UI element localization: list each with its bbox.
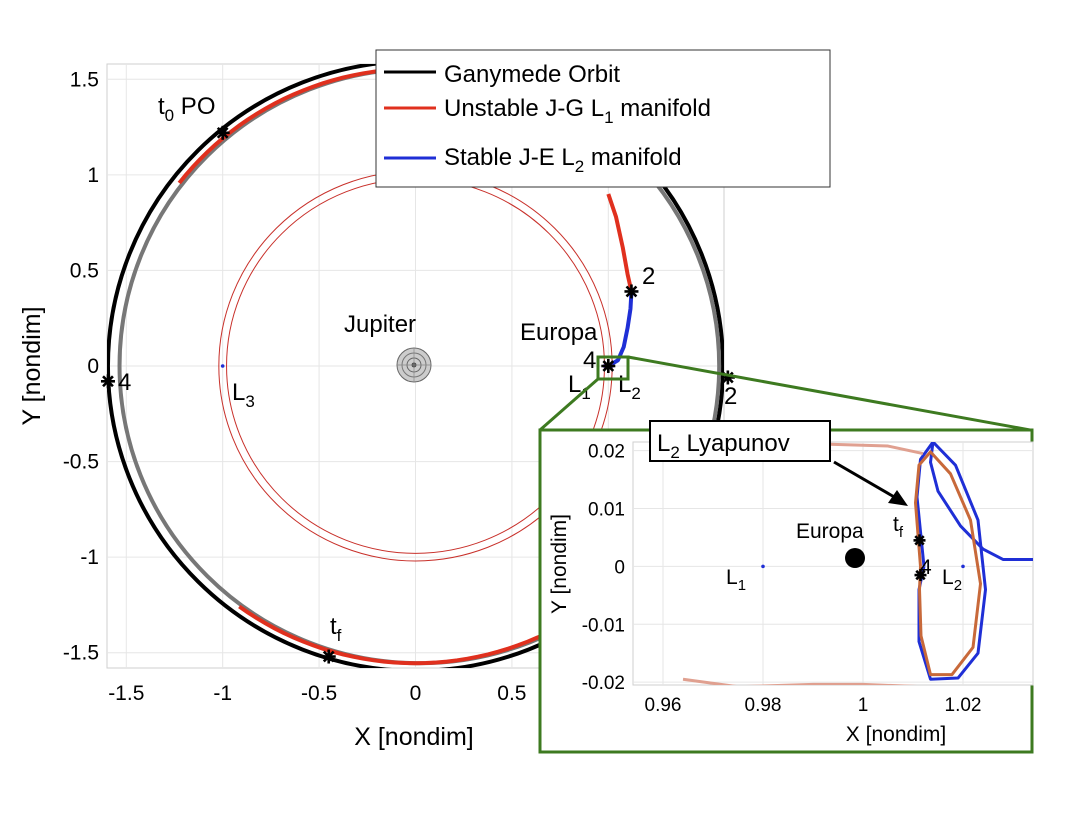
x-tick-label: -0.5 xyxy=(301,682,337,705)
jupiter-icon xyxy=(396,347,432,383)
series-stable-j-e-l2-manifold xyxy=(607,291,634,368)
europa-disk xyxy=(845,548,865,568)
inset-4-label: 4 xyxy=(920,556,932,579)
inset-series xyxy=(682,442,1033,685)
marker-4-left-label: 4 xyxy=(118,369,131,396)
lyapunov-arrow-head xyxy=(888,490,908,506)
inset-x-axis-label: X [nondim] xyxy=(846,723,946,746)
x-tick-label: -1 xyxy=(213,682,232,705)
main-chart: -1.5-1-0.500.511.510.50-0.5-1-1.5 t0 PO … xyxy=(18,49,831,751)
series-stable-j-e-l2-manifold xyxy=(929,442,1033,561)
y-tick-label: 0 xyxy=(87,355,99,378)
legend-label-ganymede: Ganymede Orbit xyxy=(444,61,620,88)
series-l2-lyapunov xyxy=(914,450,982,677)
zoom-connector-bottom xyxy=(539,377,599,432)
y-tick-label: -0.5 xyxy=(63,451,99,474)
x-tick-label: -1.5 xyxy=(108,682,144,705)
marker-star-1 xyxy=(100,374,115,389)
main-y-axis-label: Y [nondim] xyxy=(18,306,46,425)
y-tick-label: -0.01 xyxy=(582,615,625,636)
x-tick-label: 0.5 xyxy=(497,682,526,705)
y-tick-label: 1.5 xyxy=(70,68,99,91)
series-ganymede-orbit xyxy=(107,64,724,668)
lyapunov-callout-label: L2 Lyapunov xyxy=(657,430,790,462)
series-unstable-j-g-l1-manifold xyxy=(177,66,406,185)
lyapunov-callout-box xyxy=(649,420,831,462)
marker-2-manifold-label: 2 xyxy=(642,263,655,290)
x-tick-label: 0.96 xyxy=(645,695,682,716)
point-l2 xyxy=(961,564,965,569)
inset-tick-labels: 0.96 0.98 1 1.02 0.02 0.01 0 -0.01 -0.02 xyxy=(582,442,982,716)
y-tick-label: 0.01 xyxy=(588,500,625,521)
inset-y-axis-label: Y [nondim] xyxy=(548,514,571,614)
y-tick-label: -0.02 xyxy=(582,673,625,694)
lyapunov-arrow xyxy=(833,460,897,500)
y-tick-label: 0.02 xyxy=(588,442,625,463)
zoom-connector-top xyxy=(627,355,1031,432)
tf-label: tf xyxy=(330,613,342,645)
series-stable-j-e-l2-manifold xyxy=(915,442,987,681)
europa-label: Europa xyxy=(520,319,598,346)
legend-box xyxy=(375,49,831,188)
marker-star-2 xyxy=(321,649,336,664)
series-orbit xyxy=(682,677,917,685)
y-tick-label: 0.5 xyxy=(70,259,99,282)
marker-2-right-label: 2 xyxy=(724,383,737,410)
inset-L1-label: L1 xyxy=(726,566,746,594)
series-unstable-j-g-l1-manifold xyxy=(238,604,567,666)
main-x-axis-label: X [nondim] xyxy=(354,723,474,751)
lyapunov-callout: L2 Lyapunov xyxy=(649,420,831,462)
point-l1 xyxy=(761,564,765,569)
x-tick-label: 0.98 xyxy=(745,695,782,716)
legend-label-unstable: Unstable J-G L1 manifold xyxy=(444,95,711,127)
marker-star-0 xyxy=(215,125,230,140)
inset-chart: 0.96 0.98 1 1.02 0.02 0.01 0 -0.01 -0.02 L2 Lyap… xyxy=(538,420,1034,754)
point-l3 xyxy=(220,364,225,368)
inset-L2-label: L2 xyxy=(942,566,962,594)
legend: Ganymede Orbit Unstable J-G L1 manifold … xyxy=(375,49,831,188)
inset-tf-label: tf xyxy=(893,513,904,541)
y-tick-label: -1.5 xyxy=(63,642,99,665)
L1-label: L1 xyxy=(568,371,591,403)
inset-plot-area xyxy=(632,441,1034,686)
marker-star-5 xyxy=(601,359,616,373)
zoom-source-box xyxy=(596,355,630,381)
inset-europa-label: Europa xyxy=(796,520,864,543)
marker-star-0 xyxy=(913,534,926,547)
y-tick-label: 1 xyxy=(87,164,99,187)
y-tick-label: 0 xyxy=(614,557,625,578)
L3-label: L3 xyxy=(232,379,255,411)
t0-label: t0 PO xyxy=(158,93,215,125)
series-unstable-j-g-l1-manifold xyxy=(606,193,634,292)
x-tick-label: 1.02 xyxy=(945,695,982,716)
x-tick-label: 0 xyxy=(410,682,422,705)
marker-star-4 xyxy=(624,284,639,299)
marker-star-1 xyxy=(914,569,927,582)
x-tick-label: 1 xyxy=(858,695,869,716)
y-tick-label: -1 xyxy=(80,546,99,569)
legend-label-stable: Stable J-E L2 manifold xyxy=(444,144,682,176)
marker-4-europa-label: 4 xyxy=(583,347,596,374)
main-tick-labels: -1.5-1-0.500.511.510.50-0.5-1-1.5 xyxy=(63,68,735,705)
jupiter-label: Jupiter xyxy=(344,311,416,338)
